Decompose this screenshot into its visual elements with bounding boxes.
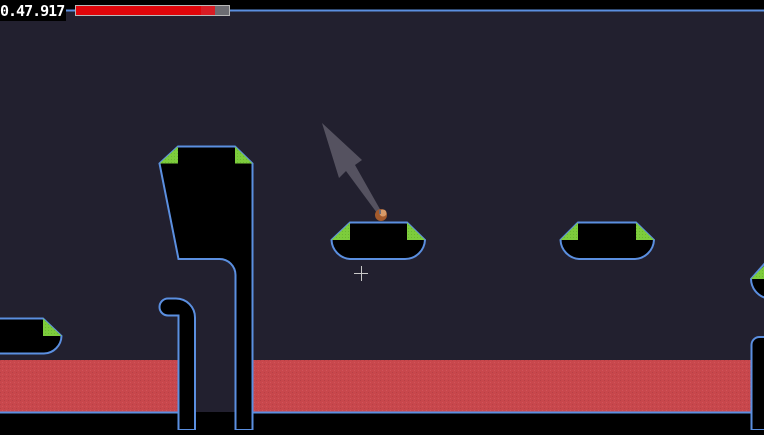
floor bbox=[0, 412, 764, 430]
lava-pool-left bbox=[0, 360, 178, 412]
player-character bbox=[375, 209, 387, 221]
timer-display: 0.47.917 bbox=[0, 1, 66, 21]
lava-pool-center bbox=[253, 360, 751, 412]
health-bar-damage bbox=[201, 6, 215, 15]
health-bar bbox=[75, 5, 230, 16]
right-wall bbox=[752, 337, 764, 430]
health-bar-fill bbox=[76, 6, 201, 15]
